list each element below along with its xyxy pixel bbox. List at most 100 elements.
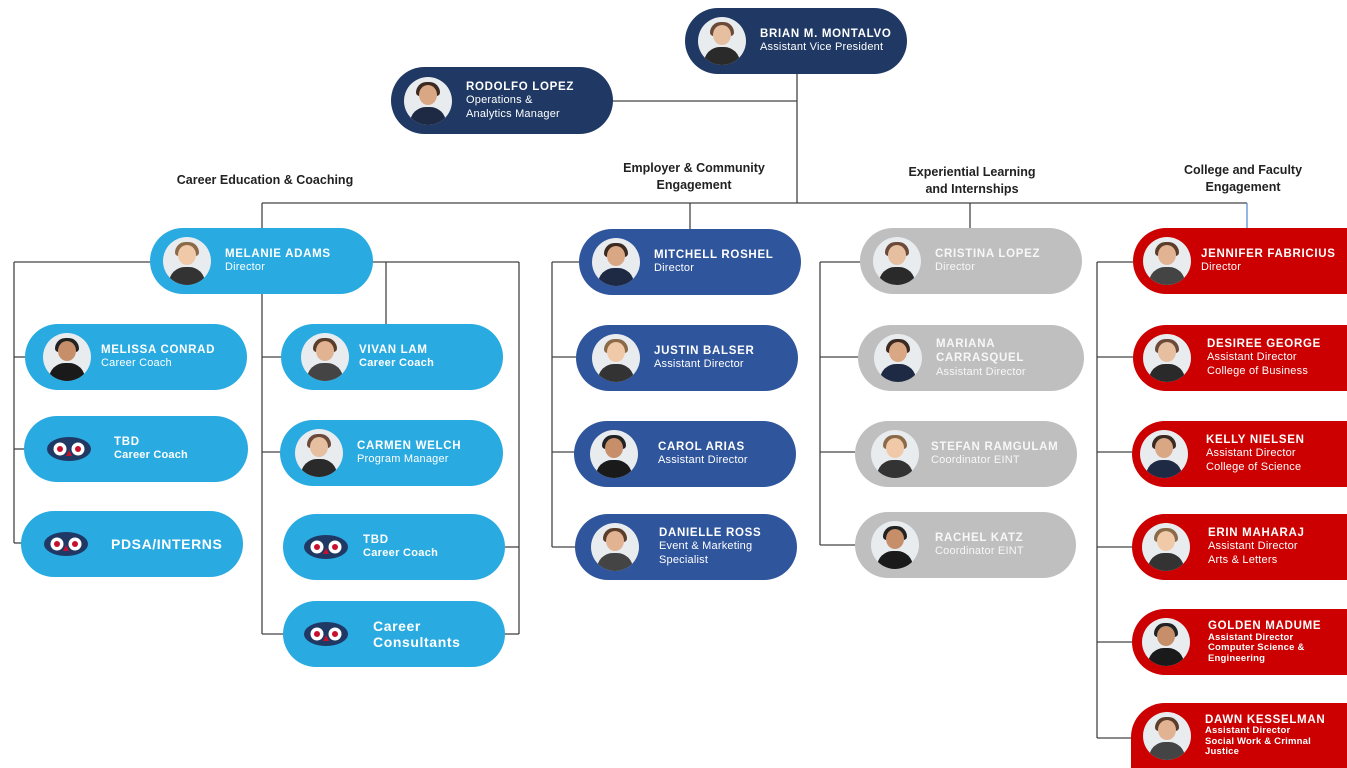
person-body-shape (49, 363, 85, 381)
person-head-shape (178, 245, 196, 265)
node-title: Engineering (1208, 652, 1266, 664)
person-head-shape (1158, 719, 1176, 740)
node-title: Justice (1205, 746, 1240, 758)
node-title: Career Coach (114, 449, 188, 462)
node-melissa-conrad: MELISSA CONRAD Career Coach (25, 324, 247, 390)
person-photo-icon (301, 333, 349, 381)
node-danielle-ross: DANIELLE ROSS Event & Marketing Speciali… (575, 514, 797, 580)
person-photo-icon (1143, 711, 1191, 760)
person-body-shape (597, 553, 633, 571)
person-body-shape (880, 364, 916, 382)
node-name: CARMEN WELCH (357, 439, 462, 452)
node-title: Career Coach (359, 357, 435, 370)
node-mariana-carrasquel: MARIANA CARRASQUEL Assistant Director (858, 325, 1084, 391)
node-jennifer-fabricius: JENNIFER FABRICIUS Director (1133, 228, 1347, 294)
person-body-shape (879, 267, 915, 285)
person-head-shape (888, 245, 906, 265)
node-name: BRIAN M. MONTALVO (760, 27, 892, 40)
node-title: Assistant Director (654, 358, 744, 371)
node-name: RACHEL KATZ (935, 531, 1024, 544)
node-title: Computer Science & (1208, 642, 1305, 654)
node-name: RODOLFO LOPEZ (466, 80, 575, 93)
node-title: Event & Marketing (659, 540, 753, 553)
person-body-shape (1146, 460, 1182, 478)
node-rodolfo-lopez: RODOLFO LOPEZ Operations & Analytics Man… (391, 67, 613, 134)
person-head-shape (1158, 245, 1176, 265)
node-title: Social Work & Crimnal (1205, 735, 1311, 747)
owl-logo-icon (44, 532, 88, 556)
person-head-shape (1158, 342, 1176, 362)
node-golden-madume: GOLDEN MADUME Assistant Director Compute… (1132, 609, 1347, 675)
node-name: ERIN MAHARAJ (1208, 527, 1305, 540)
node-name: DAWN KESSELMAN (1205, 713, 1326, 726)
person-body-shape (598, 268, 634, 286)
person-photo-icon (1143, 237, 1191, 285)
node-title: Operations & (466, 93, 533, 106)
person-photo-icon (873, 237, 921, 285)
person-body-shape (410, 106, 446, 125)
section-career-education: Career Education & Coaching (176, 173, 354, 187)
node-name: JENNIFER FABRICIUS (1201, 247, 1336, 260)
person-photo-icon (1143, 334, 1191, 382)
person-body-shape (169, 267, 205, 285)
node-name: Career (373, 617, 421, 634)
person-photo-icon (43, 333, 91, 381)
node-title: Career Coach (101, 357, 172, 370)
node-carmen-welch: CARMEN WELCH Program Manager (280, 420, 503, 486)
owl-logo-icon (47, 437, 91, 461)
node-mitchell-roshel: MITCHELL ROSHEL Director (579, 229, 801, 295)
node-justin-balser: JUSTIN BALSER Assistant Director (576, 325, 798, 391)
node-name: MELANIE ADAMS (225, 247, 331, 260)
node-title: Assistant Vice President (760, 41, 884, 54)
node-stefan-ramgulam: STEFAN RAMGULAM Coordinator EINT (855, 421, 1077, 487)
node-tbd-career-coach-2: TBD Career Coach (283, 514, 505, 580)
person-photo-icon (874, 334, 922, 382)
node-title: Director (654, 262, 695, 275)
person-photo-icon (698, 17, 746, 65)
person-photo-icon (592, 334, 640, 382)
node-title: Assistant Director (1206, 447, 1296, 460)
person-body-shape (1148, 648, 1184, 666)
node-title: Coordinator EINT (931, 454, 1020, 467)
owl-logo-icon (304, 535, 348, 559)
person-head-shape (316, 341, 334, 361)
person-head-shape (713, 25, 731, 45)
person-head-shape (605, 438, 623, 458)
person-head-shape (419, 84, 437, 105)
node-carol-arias: CAROL ARIAS Assistant Director (574, 421, 796, 487)
owl-logo-icon (304, 622, 348, 646)
person-photo-icon (1142, 618, 1190, 666)
node-title: Assistant Director (936, 365, 1026, 378)
node-title: Career Coach (363, 547, 439, 560)
person-head-shape (310, 437, 328, 457)
node-erin-maharaj: ERIN MAHARAJ Assistant Director Arts & L… (1132, 514, 1347, 580)
person-body-shape (704, 47, 740, 65)
person-body-shape (877, 460, 913, 478)
person-head-shape (607, 342, 625, 362)
person-body-shape (598, 364, 634, 382)
node-kelly-nielsen: KELLY NIELSEN Assistant Director College… (1132, 421, 1347, 487)
node-name: MITCHELL ROSHEL (654, 248, 774, 261)
node-name: JUSTIN BALSER (654, 344, 755, 357)
person-body-shape (1149, 364, 1185, 382)
node-title: Analytics Manager (466, 107, 560, 120)
node-name: CRISTINA LOPEZ (935, 247, 1041, 260)
person-head-shape (886, 438, 904, 458)
node-title: Assistant Director (658, 454, 748, 467)
node-name: KELLY NIELSEN (1206, 434, 1305, 447)
person-body-shape (301, 459, 337, 477)
node-title: Director (1201, 261, 1242, 274)
node-title: College of Science (1206, 461, 1302, 474)
node-title: Assistant Director (1207, 351, 1297, 364)
node-tbd-career-coach: TBD Career Coach (24, 416, 248, 482)
node-name: Consultants (373, 634, 461, 650)
node-pdsa-interns: PDSA/INTERNS (21, 511, 243, 577)
node-name: VIVAN LAM (359, 343, 428, 356)
node-cristina-lopez: CRISTINA LOPEZ Director (860, 228, 1082, 294)
node-vivan-lam: VIVAN LAM Career Coach (281, 324, 503, 390)
person-head-shape (58, 341, 76, 361)
node-title: Assistant Director (1205, 725, 1291, 737)
